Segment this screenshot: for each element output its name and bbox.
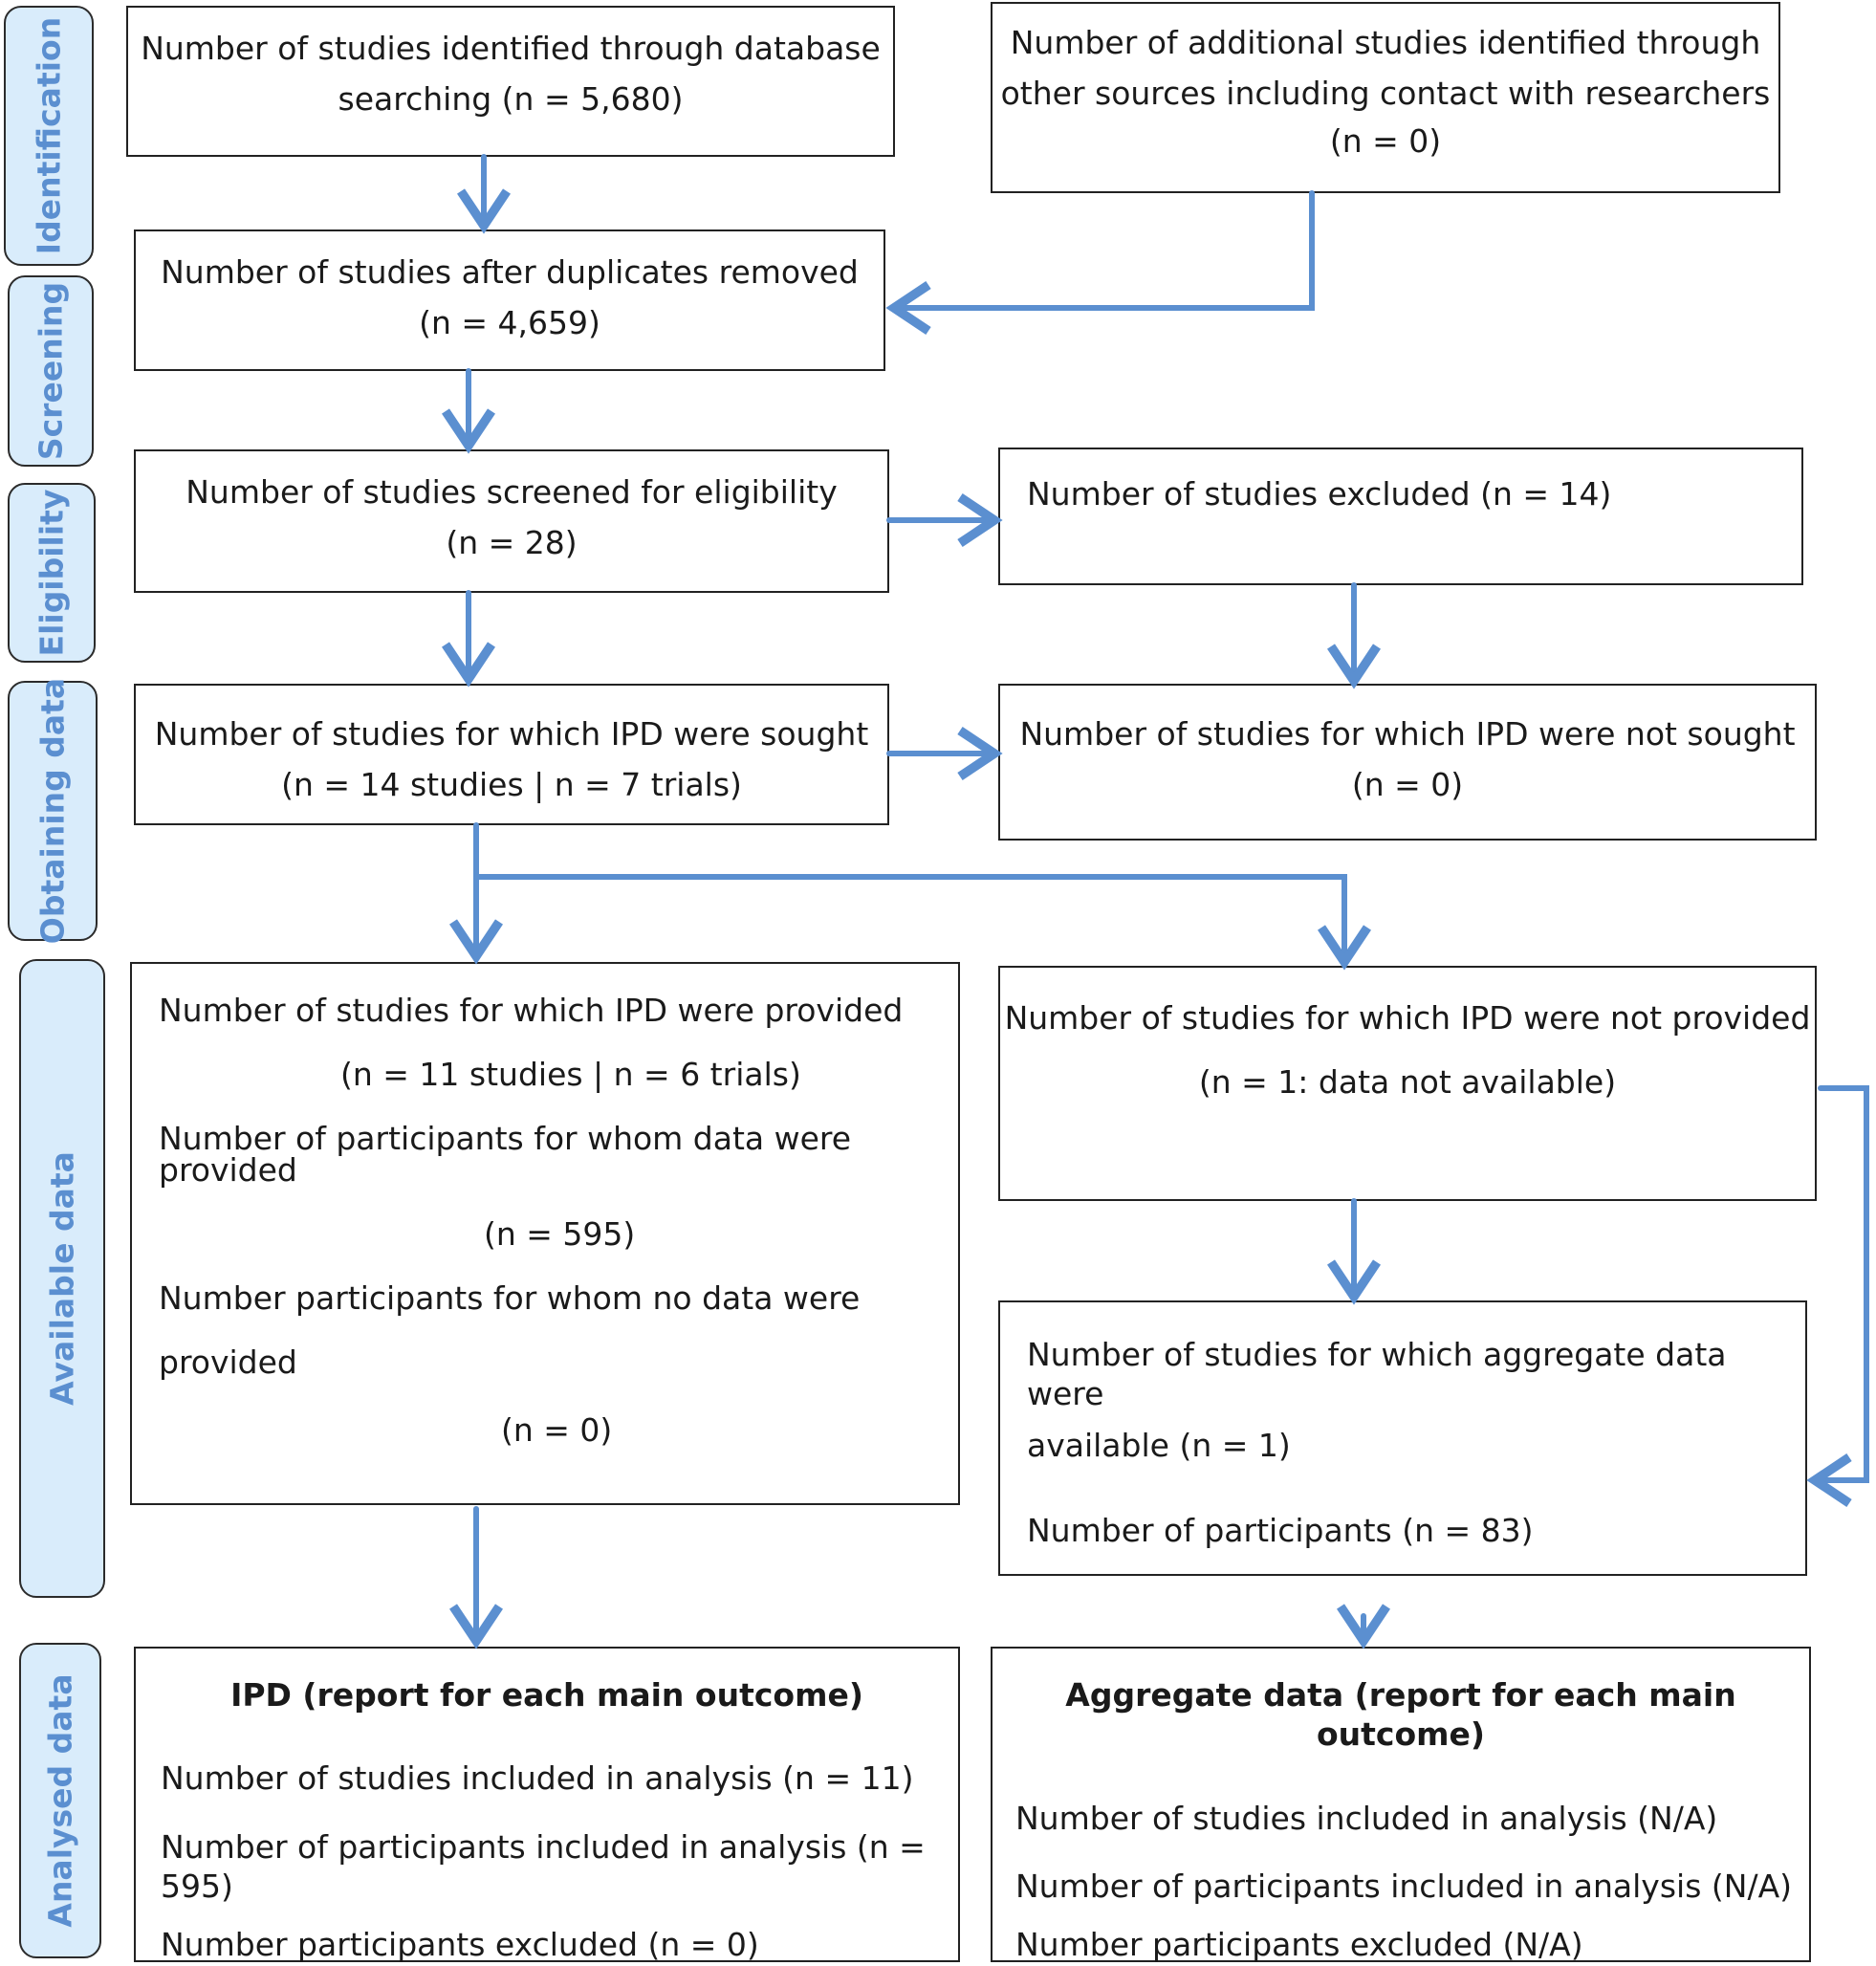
box-ipd-sought: Number of studies for which IPD were sou… <box>134 684 889 825</box>
box-ipd-provided: Number of studies for which IPD were pro… <box>130 962 960 1505</box>
aggregate-line3: Number of participants (n = 83) <box>1027 1511 1534 1549</box>
ipd-provided-line4: (n = 595) <box>484 1215 636 1253</box>
ipd-analysis-line1: Number of studies included in analysis (… <box>161 1759 914 1798</box>
phase-screening: Screening <box>8 275 94 467</box>
agg-analysis-line3: Number participants excluded (N/A) <box>1015 1926 1583 1963</box>
phase-identification: Identification <box>4 6 94 266</box>
ipd-not-provided-line1: Number of studies for which IPD were not… <box>1004 999 1811 1037</box>
box-ipd-not-provided: Number of studies for which IPD were not… <box>998 966 1817 1201</box>
other-sources-line2: other sources including contact with res… <box>1000 75 1771 113</box>
ipd-sought-line1: Number of studies for which IPD were sou… <box>154 715 869 753</box>
agg-analysis-line1: Number of studies included in analysis (… <box>1015 1799 1718 1837</box>
ipd-not-provided-line2: (n = 1: data not available) <box>1198 1063 1617 1101</box>
agg-analysis-title: Aggregate data (report for each main out… <box>1065 1676 1736 1754</box>
box-duplicates-removed: Number of studies after duplicates remov… <box>134 229 885 371</box>
phase-available-data: Available data <box>19 959 105 1598</box>
ipd-provided-line1: Number of studies for which IPD were pro… <box>159 992 904 1029</box>
excluded-line1: Number of studies excluded (n = 14) <box>1027 475 1612 513</box>
dup-removed-line1: Number of studies after duplicates remov… <box>161 253 859 291</box>
box-ipd-analysis: IPD (report for each main outcome) Numbe… <box>134 1647 960 1963</box>
screened-line1: Number of studies screened for eligibili… <box>185 473 838 511</box>
other-sources-line1: Number of additional studies identified … <box>1010 24 1761 61</box>
other-sources-line3: (n = 0) <box>1329 121 1442 160</box>
box-other-sources: Number of additional studies identified … <box>991 2 1780 193</box>
phase-obtaining-data: Obtaining data <box>8 678 98 944</box>
box-aggregate-available: Number of studies for which aggregate da… <box>998 1300 1807 1576</box>
db-search-line2: searching (n = 5,680) <box>338 80 684 119</box>
db-search-line1: Number of studies identified through dat… <box>141 30 881 67</box>
box-screened: Number of studies screened for eligibili… <box>134 449 889 593</box>
aggregate-line1: Number of studies for which aggregate da… <box>1027 1336 1727 1413</box>
phase-analysed-data: Analysed data <box>19 1643 101 1958</box>
ipd-provided-line2: (n = 11 studies | n = 6 trials) <box>340 1056 801 1093</box>
ipd-sought-line2: (n = 14 studies | n = 7 trials) <box>281 766 742 804</box>
ipd-not-sought-line1: Number of studies for which IPD were not… <box>1019 715 1796 753</box>
ipd-analysis-line2: Number of participants included in analy… <box>161 1827 926 1905</box>
ipd-provided-line3: Number of participants for whom data wer… <box>159 1120 852 1189</box>
box-aggregate-analysis: Aggregate data (report for each main out… <box>991 1647 1811 1963</box>
box-ipd-not-sought: Number of studies for which IPD were not… <box>998 684 1817 841</box>
ipd-analysis-title: IPD (report for each main outcome) <box>230 1676 863 1714</box>
aggregate-line2: available (n = 1) <box>1027 1426 1291 1464</box>
ipd-provided-line6: provided <box>159 1343 297 1381</box>
arrow-not-provided-side-to-aggregate <box>1806 1085 1869 1507</box>
dup-removed-line2: (n = 4,659) <box>419 304 600 342</box>
ipd-not-sought-line2: (n = 0) <box>1351 766 1464 804</box>
box-database-search: Number of studies identified through dat… <box>126 6 895 157</box>
phase-eligibility: Eligibility <box>8 483 96 663</box>
arrow-sought-to-not-provided <box>473 874 1371 971</box>
arrow-other-to-duplicates <box>885 190 1315 335</box>
ipd-analysis-line3: Number participants excluded (n = 0) <box>161 1926 759 1963</box>
agg-analysis-line2: Number of participants included in analy… <box>1015 1867 1793 1905</box>
screened-line2: (n = 28) <box>446 524 578 562</box>
ipd-provided-line5: Number participants for whom no data wer… <box>159 1279 861 1317</box>
ipd-provided-line7: (n = 0) <box>501 1411 613 1449</box>
